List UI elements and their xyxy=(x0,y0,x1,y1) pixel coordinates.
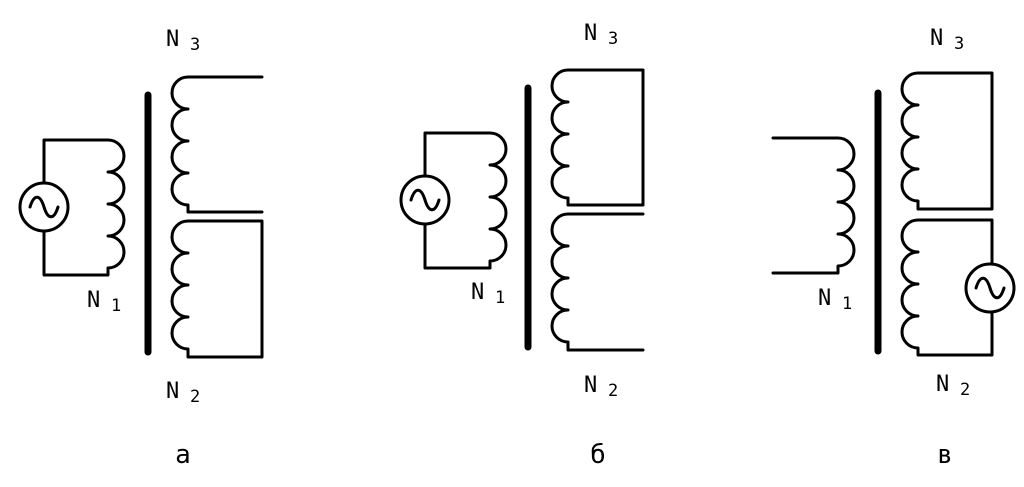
panel-a-label-n2: N 2 xyxy=(166,379,200,407)
svg-text:N: N xyxy=(166,379,179,404)
panel-b-ac-source-sine-icon xyxy=(409,188,441,212)
panel-a-ac-source-sine-icon xyxy=(28,195,60,219)
panel-b-primary-winding xyxy=(423,131,508,270)
svg-text:N: N xyxy=(930,26,943,51)
svg-text:3: 3 xyxy=(190,35,200,55)
panel-a-ac-source xyxy=(18,181,70,233)
panel-b-label-n2: N 2 xyxy=(584,373,618,401)
panel-a-label-n1: N 1 xyxy=(87,288,121,316)
svg-text:N: N xyxy=(471,280,484,305)
svg-text:1: 1 xyxy=(111,296,121,316)
panel-b-caption: б xyxy=(590,440,606,470)
panel-a-winding-n2 xyxy=(170,219,264,359)
svg-text:N: N xyxy=(166,27,179,52)
panel-a: N 3 N 1 N 2 а xyxy=(18,27,264,470)
panel-a-winding-n3 xyxy=(170,75,264,214)
panel-v-label-n3: N 3 xyxy=(930,26,964,54)
panel-v-ac-source xyxy=(964,262,1016,314)
panel-b: N 3 N 1 N 2 б xyxy=(399,21,645,470)
panel-v-label-n2: N 2 xyxy=(936,372,970,400)
panel-a-caption: а xyxy=(175,440,191,470)
panel-b-label-n1: N 1 xyxy=(471,280,505,308)
svg-text:N: N xyxy=(818,286,831,311)
svg-text:3: 3 xyxy=(608,29,618,49)
svg-text:2: 2 xyxy=(608,381,618,401)
panel-v-label-n1: N 1 xyxy=(818,286,852,314)
panel-b-winding-n3 xyxy=(550,68,645,207)
panel-v: N 3 N 1 N 2 в xyxy=(771,26,1016,470)
panel-a-label-n3: N 3 xyxy=(166,27,200,55)
panel-b-label-n3: N 3 xyxy=(584,21,618,49)
svg-text:1: 1 xyxy=(495,288,505,308)
svg-text:N: N xyxy=(584,373,597,398)
panel-v-winding-n2 xyxy=(900,218,994,357)
panel-v-caption: в xyxy=(937,440,953,470)
panel-b-winding-n2 xyxy=(550,212,645,352)
panel-v-ac-source-sine-icon xyxy=(974,276,1006,300)
svg-text:1: 1 xyxy=(842,294,852,314)
svg-text:2: 2 xyxy=(190,387,200,407)
svg-text:N: N xyxy=(87,288,100,313)
panel-b-ac-source xyxy=(399,174,451,226)
svg-text:3: 3 xyxy=(954,34,964,54)
svg-text:N: N xyxy=(936,372,949,397)
panel-v-winding-n3 xyxy=(900,71,994,211)
svg-text:N: N xyxy=(584,21,597,46)
panel-a-primary-winding xyxy=(42,138,126,277)
svg-text:2: 2 xyxy=(960,380,970,400)
panel-v-primary-winding xyxy=(771,136,856,275)
